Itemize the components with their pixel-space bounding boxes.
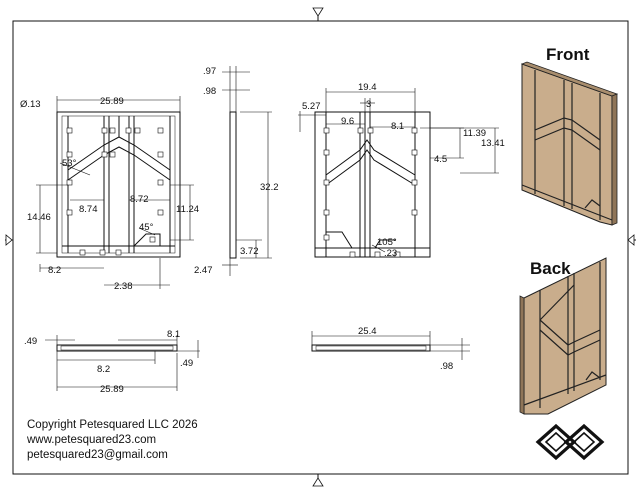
dim-bottom-mid: 8.2 bbox=[97, 364, 110, 375]
front-view-dimension-lines bbox=[36, 96, 194, 289]
dim-height-left: 14.46 bbox=[27, 212, 51, 223]
dim-side-thick-top: .97 bbox=[203, 66, 216, 77]
dim-side-low-2: 2.47 bbox=[194, 265, 213, 276]
bottom-edge-view-right bbox=[311, 344, 431, 352]
dim-inner-right: 8.72 bbox=[130, 194, 149, 205]
dim-inner-left: 8.74 bbox=[79, 204, 98, 215]
dim-back-h3: 4.5 bbox=[434, 154, 447, 165]
dim-offset-bottom: 8.2 bbox=[48, 265, 61, 276]
back-3d-preview bbox=[519, 257, 607, 415]
bottom-edge-view-left bbox=[56, 344, 178, 352]
dim-back-h2: 13.41 bbox=[481, 138, 505, 149]
dim-angle-bottom: 45° bbox=[139, 222, 154, 233]
dim-hole: Ø.13 bbox=[20, 99, 41, 110]
bottom-edge-dimension-lines-left bbox=[45, 335, 200, 391]
petesquared-logo bbox=[535, 423, 605, 461]
front-view-holes bbox=[66, 127, 164, 256]
dim-side-low-1: 3.72 bbox=[240, 246, 259, 257]
dim-side-height: 32.2 bbox=[260, 182, 279, 193]
dim-angle-top: 53° bbox=[62, 158, 77, 169]
dim-back-small: .23 bbox=[384, 248, 397, 259]
dim-bottom-thick: .49 bbox=[24, 336, 37, 347]
side-view-part bbox=[229, 111, 237, 259]
dim-bottom-width: 25.89 bbox=[100, 384, 124, 395]
copyright-line: Copyright Petesquared LLC 2026 bbox=[27, 419, 198, 431]
dim-back-inner-left: 9.6 bbox=[341, 116, 354, 127]
dim-back-center: 3 bbox=[366, 99, 371, 110]
dim-side-thick-2: .98 bbox=[203, 86, 216, 97]
dim-bottom-thick-2: .49 bbox=[180, 358, 193, 369]
center-marks bbox=[5, 7, 635, 487]
front-3d-preview bbox=[520, 61, 619, 226]
dim-notch-width: 2.38 bbox=[114, 281, 133, 292]
dim-back-angle: 105° bbox=[377, 237, 397, 248]
front-view-label: Front bbox=[546, 45, 590, 64]
dim-bottom-right: 8.1 bbox=[167, 329, 180, 340]
back-view-holes bbox=[323, 127, 418, 258]
back-view-label: Back bbox=[530, 259, 571, 278]
website-line: www.petesquared23.com bbox=[27, 434, 157, 446]
side-view-dimension-lines bbox=[222, 66, 272, 276]
dim-back-inner-right: 8.1 bbox=[391, 121, 404, 132]
bottom-edge-dimension-lines-right bbox=[311, 331, 470, 360]
dim-back-left-off: 5.27 bbox=[302, 101, 321, 112]
dim-back-width: 19.4 bbox=[358, 82, 377, 93]
email-line: petesquared23@gmail.com bbox=[27, 449, 168, 461]
dim-height-right: 11.24 bbox=[176, 204, 199, 215]
back-view-dimension-lines bbox=[298, 88, 499, 253]
dim-back-h1: 11.39 bbox=[463, 128, 486, 139]
dim-overall-width: 25.89 bbox=[100, 96, 124, 107]
dim-bottom2-width: 25.4 bbox=[358, 326, 377, 337]
dim-bottom2-thick: .98 bbox=[440, 361, 453, 372]
